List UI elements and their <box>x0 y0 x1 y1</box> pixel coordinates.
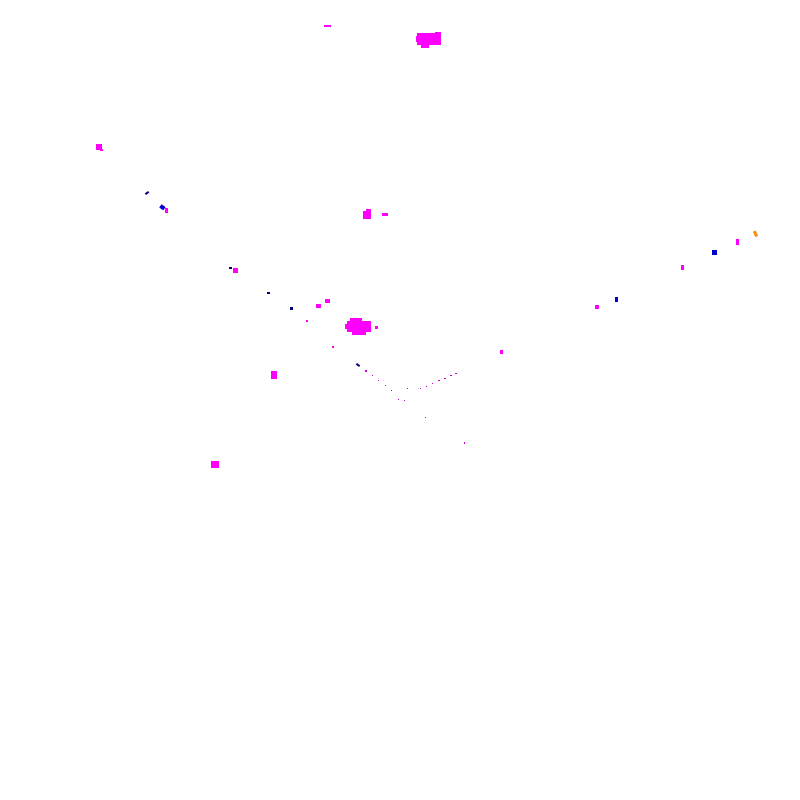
sparse-dots <box>365 370 465 444</box>
small-blobs <box>96 144 739 468</box>
orange-stroke <box>752 230 759 238</box>
navy-strokes <box>144 191 361 367</box>
large-cluster-center <box>345 318 378 335</box>
large-cluster-top <box>324 25 441 48</box>
blue-strokes <box>159 204 717 302</box>
cluster-mid-left <box>363 209 388 219</box>
